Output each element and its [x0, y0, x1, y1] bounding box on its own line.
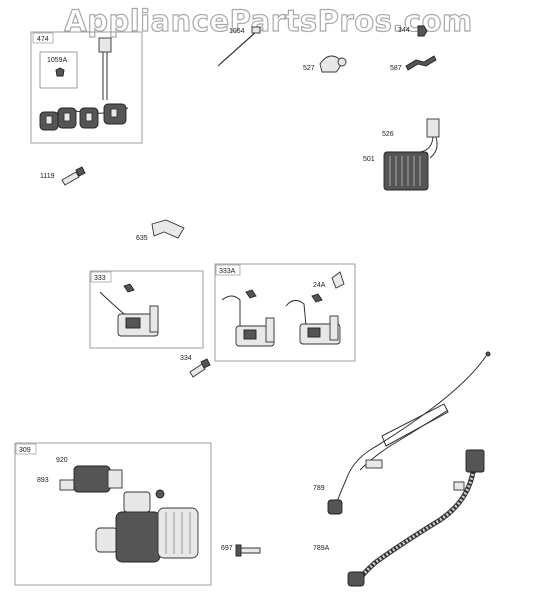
watermark-logo: AppliancePartsPros.com: [64, 3, 473, 38]
callout-334: 334: [180, 355, 192, 362]
ignition-lead-a-icon: [221, 295, 241, 328]
part-344[interactable]: 344: [398, 25, 428, 37]
group-309-box: [14, 442, 212, 586]
callout-789: 789: [313, 485, 325, 492]
rivet-icon: [55, 67, 65, 77]
callout-920: 920: [56, 457, 68, 464]
starter-bolt-icon: [239, 547, 261, 554]
starter-drive-icon: [59, 465, 123, 493]
part-697[interactable]: 697: [221, 544, 261, 557]
group-309-label: 309: [19, 447, 31, 454]
group-474-tag: [32, 32, 54, 44]
callout-1119: 1119: [40, 173, 55, 180]
harness-connector-icon: [327, 499, 343, 515]
bolt-icon: [189, 363, 206, 378]
regulator-icon: [383, 151, 429, 191]
group-333a-box: [214, 263, 356, 362]
callout-893: 893: [37, 477, 49, 484]
group-474-label: 474: [37, 36, 49, 43]
part-789a-harness[interactable]: 789A: [313, 449, 485, 587]
ignition-module-icon: [117, 305, 159, 337]
clip-icon: [319, 55, 341, 73]
stator-coil-icon: [39, 103, 129, 131]
ignition-lead-b-icon: [285, 300, 307, 327]
ignition-module-a-icon: [235, 317, 275, 347]
group-333-box: [89, 270, 204, 349]
nut-icon: [417, 25, 428, 37]
stator-connector-icon: [98, 37, 112, 53]
part-789-harness[interactable]: 789: [313, 351, 491, 515]
callout-501: 501: [363, 156, 375, 163]
key-icon: [405, 55, 437, 71]
callout-697: 697: [221, 545, 233, 552]
callout-1059a-box: [39, 51, 78, 89]
part-635[interactable]: 635: [136, 219, 185, 242]
part-527[interactable]: 527: [303, 55, 347, 73]
part-334[interactable]: 334: [180, 355, 211, 378]
spark-plug-boot-icon: [151, 219, 185, 239]
group-309[interactable]: 309 920 893: [14, 442, 212, 586]
shield-icon: [331, 271, 345, 289]
harness-main-icon: [333, 355, 487, 511]
callout-526: 526: [382, 131, 394, 138]
callout-24a: 24A: [313, 282, 326, 289]
part-1119[interactable]: 1119: [40, 166, 86, 186]
callout-587: 587: [390, 65, 402, 72]
callout-344: 344: [398, 27, 410, 34]
terminal-icon: [123, 283, 135, 293]
group-333a[interactable]: 333A 24A: [214, 263, 356, 362]
callout-789a: 789A: [313, 545, 330, 552]
callout-1059a: 1059A: [47, 57, 68, 64]
group-474[interactable]: 474 1059A: [30, 31, 143, 144]
starter-motor-icon: [95, 489, 199, 563]
part-587[interactable]: 587: [390, 55, 437, 72]
group-333a-label: 333A: [219, 268, 236, 275]
ignition-lead-icon: [99, 291, 125, 315]
group-333-label: 333: [94, 275, 106, 282]
group-474-box: [30, 31, 143, 144]
callout-527: 527: [303, 65, 315, 72]
regulator-connector-icon: [426, 118, 440, 138]
ignition-module-b-icon: [299, 315, 341, 345]
harness-plug-icon: [465, 449, 485, 473]
part-501-regulator[interactable]: 526 501: [363, 118, 440, 191]
part-1054[interactable]: 1054: [217, 26, 261, 67]
callout-1054: 1054: [229, 28, 245, 35]
harness-end-connector-icon: [347, 571, 365, 587]
group-333[interactable]: 333: [89, 270, 204, 349]
stator-lead-icon: [102, 52, 108, 100]
callout-635: 635: [136, 235, 148, 242]
screw-icon: [61, 171, 80, 186]
